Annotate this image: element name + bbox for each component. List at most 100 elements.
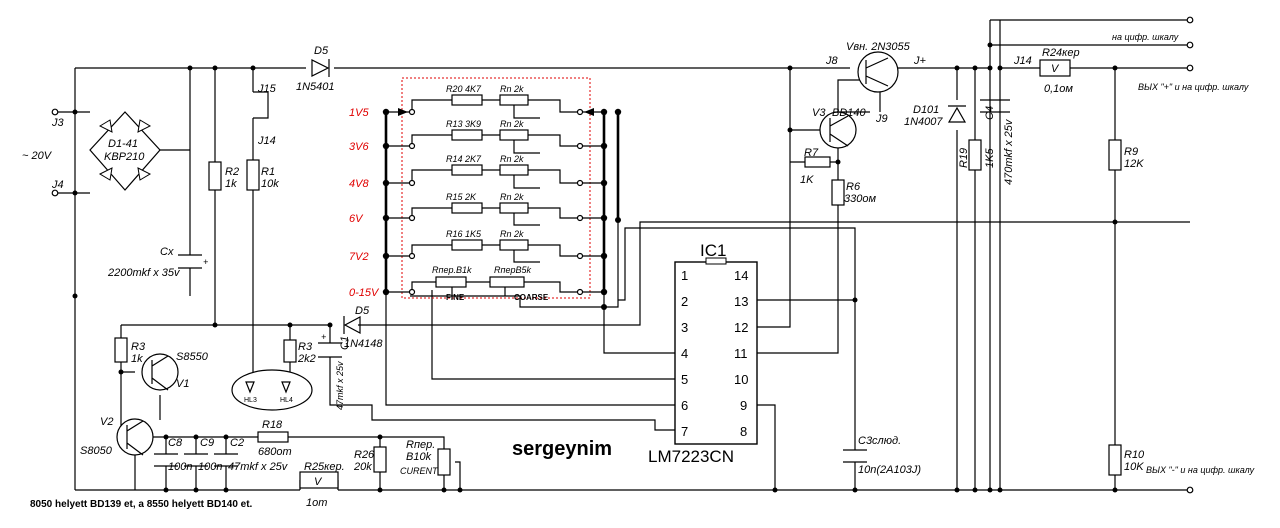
label-r19-name: R19	[958, 148, 970, 168]
label-j8: J8	[825, 55, 839, 67]
label-3v6: 3V6	[349, 141, 369, 153]
ic-pin-7: 7	[681, 424, 688, 439]
ic-pin-3: 3	[681, 320, 688, 335]
label-j9: J9	[875, 113, 888, 125]
label-j14b: J14	[1013, 55, 1032, 67]
label-4v8: 4V8	[349, 178, 369, 190]
label-r15: R15 2K	[446, 192, 477, 202]
label-1v5: 1V5	[349, 107, 369, 119]
ic-pin-11: 11	[734, 346, 748, 361]
selector-contacts	[382, 108, 622, 310]
label-r14: R14 2K7	[446, 154, 482, 164]
label-6v: 6V	[349, 213, 364, 225]
label-vac: ~ 20V	[22, 150, 53, 162]
label-r3b-value: 2k2	[297, 353, 316, 365]
label-c9-name: C9	[200, 437, 214, 449]
label-r26-value: 20k	[353, 461, 372, 473]
label-r3a-name: R3	[131, 341, 146, 353]
label-c9-value: 100n	[198, 461, 222, 473]
label-s8550: S8550	[176, 351, 209, 363]
label-r2-value: 1k	[225, 178, 237, 190]
bridge-rectifier	[89, 111, 161, 191]
label-out-plus: ВЫХ "+" и на цифр. шкалу	[1138, 82, 1249, 92]
label-r6-value: 330ом	[844, 193, 876, 205]
label-top: на цифр. шкалу	[1112, 32, 1179, 42]
label-r10-value: 10K	[1124, 461, 1144, 473]
label-coarse: COARSE	[514, 293, 549, 302]
label-v3-type: BD140	[832, 107, 867, 119]
label-v2: V2	[100, 416, 113, 428]
labels: J3 J4 ~ 20V D1-41 KBP210 Cx 2200mkf x 35…	[22, 32, 1255, 510]
label-r18-value: 680om	[258, 446, 292, 458]
label-r25-value: 1om	[306, 497, 327, 509]
label-c8-value: 100n	[168, 461, 192, 473]
label-7v2: 7V2	[349, 251, 369, 263]
label-c2-name: C2	[230, 437, 244, 449]
label-bridge-name: D1-41	[108, 138, 138, 150]
label-j14a: J14	[257, 135, 276, 147]
label-s8050: S8050	[80, 445, 113, 457]
ic-pin-9: 9	[740, 398, 747, 413]
label-c2-value: 47mkf x 25v	[228, 461, 289, 473]
label-rfine: Rпер.B1k	[432, 265, 472, 275]
label-r7-value: 1K	[800, 174, 814, 186]
label-fine: FINE	[446, 293, 465, 302]
label-c1-name: C1	[339, 336, 351, 350]
label-r3a-value: 1k	[131, 353, 143, 365]
wires	[55, 19, 1190, 491]
label-j4: J4	[51, 179, 64, 191]
label-bridge-type: KBP210	[104, 151, 145, 163]
ic1-chip	[674, 257, 758, 445]
label-r10-name: R10	[1124, 449, 1145, 461]
ic-pin-6: 6	[681, 398, 688, 413]
ic-pin-1: 1	[681, 268, 688, 283]
led-pair	[231, 369, 313, 411]
label-r25-name: R25кер.	[304, 461, 345, 473]
svg-text:+: +	[321, 332, 326, 342]
label-rcur-value: B10k	[406, 451, 432, 463]
label-meter-v1: V	[1051, 63, 1060, 75]
label-r1-name: R1	[261, 166, 275, 178]
label-c4-name: C4	[984, 106, 996, 120]
label-r13: R13 3K9	[446, 119, 481, 129]
selector-buses	[384, 112, 620, 292]
resistors	[114, 139, 1122, 476]
label-d101-name: D101	[913, 104, 939, 116]
ic-pin-8: 8	[740, 424, 747, 439]
diodes	[311, 59, 967, 334]
meters	[299, 59, 1071, 489]
label-cx-value: 2200mkf x 35v	[107, 267, 181, 279]
label-d5b-type: 1N4148	[344, 338, 383, 350]
label-rcur: CURENT	[400, 466, 439, 476]
label-r16: R16 1K5	[446, 229, 482, 239]
label-r24-value: 0,1ом	[1044, 83, 1073, 95]
label-rn-3: Rn 2k	[500, 154, 524, 164]
label-c8-name: C8	[168, 437, 183, 449]
label-r24-name: R24кер	[1042, 47, 1080, 59]
label-d5-type: 1N5401	[296, 81, 335, 93]
label-rn-1: Rn 2k	[500, 84, 524, 94]
label-r6-name: R6	[846, 181, 861, 193]
label-c4-value: 470mkf x 25v	[1003, 118, 1015, 185]
switch-block-frame	[401, 77, 591, 299]
ic-pin-10: 10	[734, 372, 748, 387]
label-led-b: HL4	[280, 397, 293, 404]
ic-pin-5: 5	[681, 372, 688, 387]
label-ic-type: LM7223CN	[648, 447, 734, 466]
label-rn-2: Rn 2k	[500, 119, 524, 129]
label-v3-name: V3	[812, 107, 826, 119]
label-r26-name: R26	[354, 449, 375, 461]
label-c1-value: 47mkf x 25v	[335, 361, 345, 410]
label-rcoarse: RперB5k	[494, 265, 531, 275]
ic-pin-13: 13	[734, 294, 748, 309]
ic-pin-14: 14	[734, 268, 748, 283]
label-c3-value: 10n(2A103J)	[858, 464, 921, 476]
label-ic1: IC1	[700, 241, 726, 260]
label-r20: R20 4K7	[446, 84, 482, 94]
label-cx-name: Cx	[160, 246, 174, 258]
resistor-ladder	[386, 94, 604, 308]
label-r9-value: 12K	[1124, 158, 1144, 170]
label-j15: J15	[257, 83, 277, 95]
label-r19-value: 1K5	[984, 148, 996, 168]
label-v1: V1	[176, 378, 189, 390]
